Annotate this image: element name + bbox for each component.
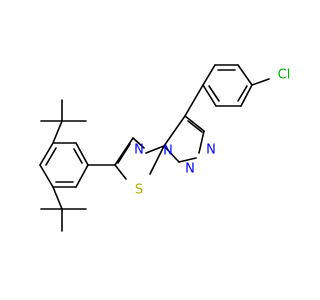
bond <box>145 145 165 154</box>
sulfur-atom-label: S <box>135 183 143 198</box>
triazole-ring <box>163 115 205 163</box>
bond <box>75 164 89 188</box>
di-tert-butylphenyl-ring <box>39 142 89 188</box>
double-bond <box>178 157 197 163</box>
chlorine-atom-label: Cl <box>278 68 291 83</box>
bond <box>52 120 63 144</box>
aromatic-inner-bond <box>73 148 83 164</box>
aromatic-inner-bond <box>208 85 220 102</box>
bond <box>198 130 205 154</box>
bond <box>75 142 89 166</box>
thiadiazole-ring <box>114 137 165 180</box>
bond <box>114 164 127 180</box>
nitrogen-triazole-lower-label: N <box>185 162 195 177</box>
bond <box>202 84 217 107</box>
phenyl-triazole-bond <box>184 84 204 117</box>
bond <box>163 115 186 147</box>
bond <box>39 164 54 188</box>
chlorine-bond <box>251 78 270 86</box>
bond <box>52 186 63 210</box>
bond <box>149 145 165 175</box>
nitrogen-bridge-label: N <box>163 144 173 159</box>
nitrogen-thiadiazole-label: N <box>134 143 144 158</box>
tert-butyl-group-upper <box>40 99 87 144</box>
tert-butyl-group-lower <box>40 186 87 232</box>
bond <box>240 84 253 107</box>
double-bond <box>117 143 131 164</box>
molecule-diagram: Cl N N S N N <box>39 64 291 232</box>
bond <box>39 142 54 166</box>
aromatic-inner-bond <box>45 147 57 166</box>
bond <box>184 115 205 132</box>
nitrogen-triazole-upper-label: N <box>206 143 216 158</box>
molecule-structure-canvas: Cl N N S N N <box>39 64 291 232</box>
bond <box>202 64 216 86</box>
double-bond <box>187 120 203 133</box>
bond <box>114 137 134 166</box>
aromatic-inner-bond <box>237 85 248 102</box>
bond <box>237 64 253 86</box>
bond <box>132 137 145 149</box>
bond <box>163 145 180 163</box>
chlorophenyl-ring <box>202 64 270 107</box>
